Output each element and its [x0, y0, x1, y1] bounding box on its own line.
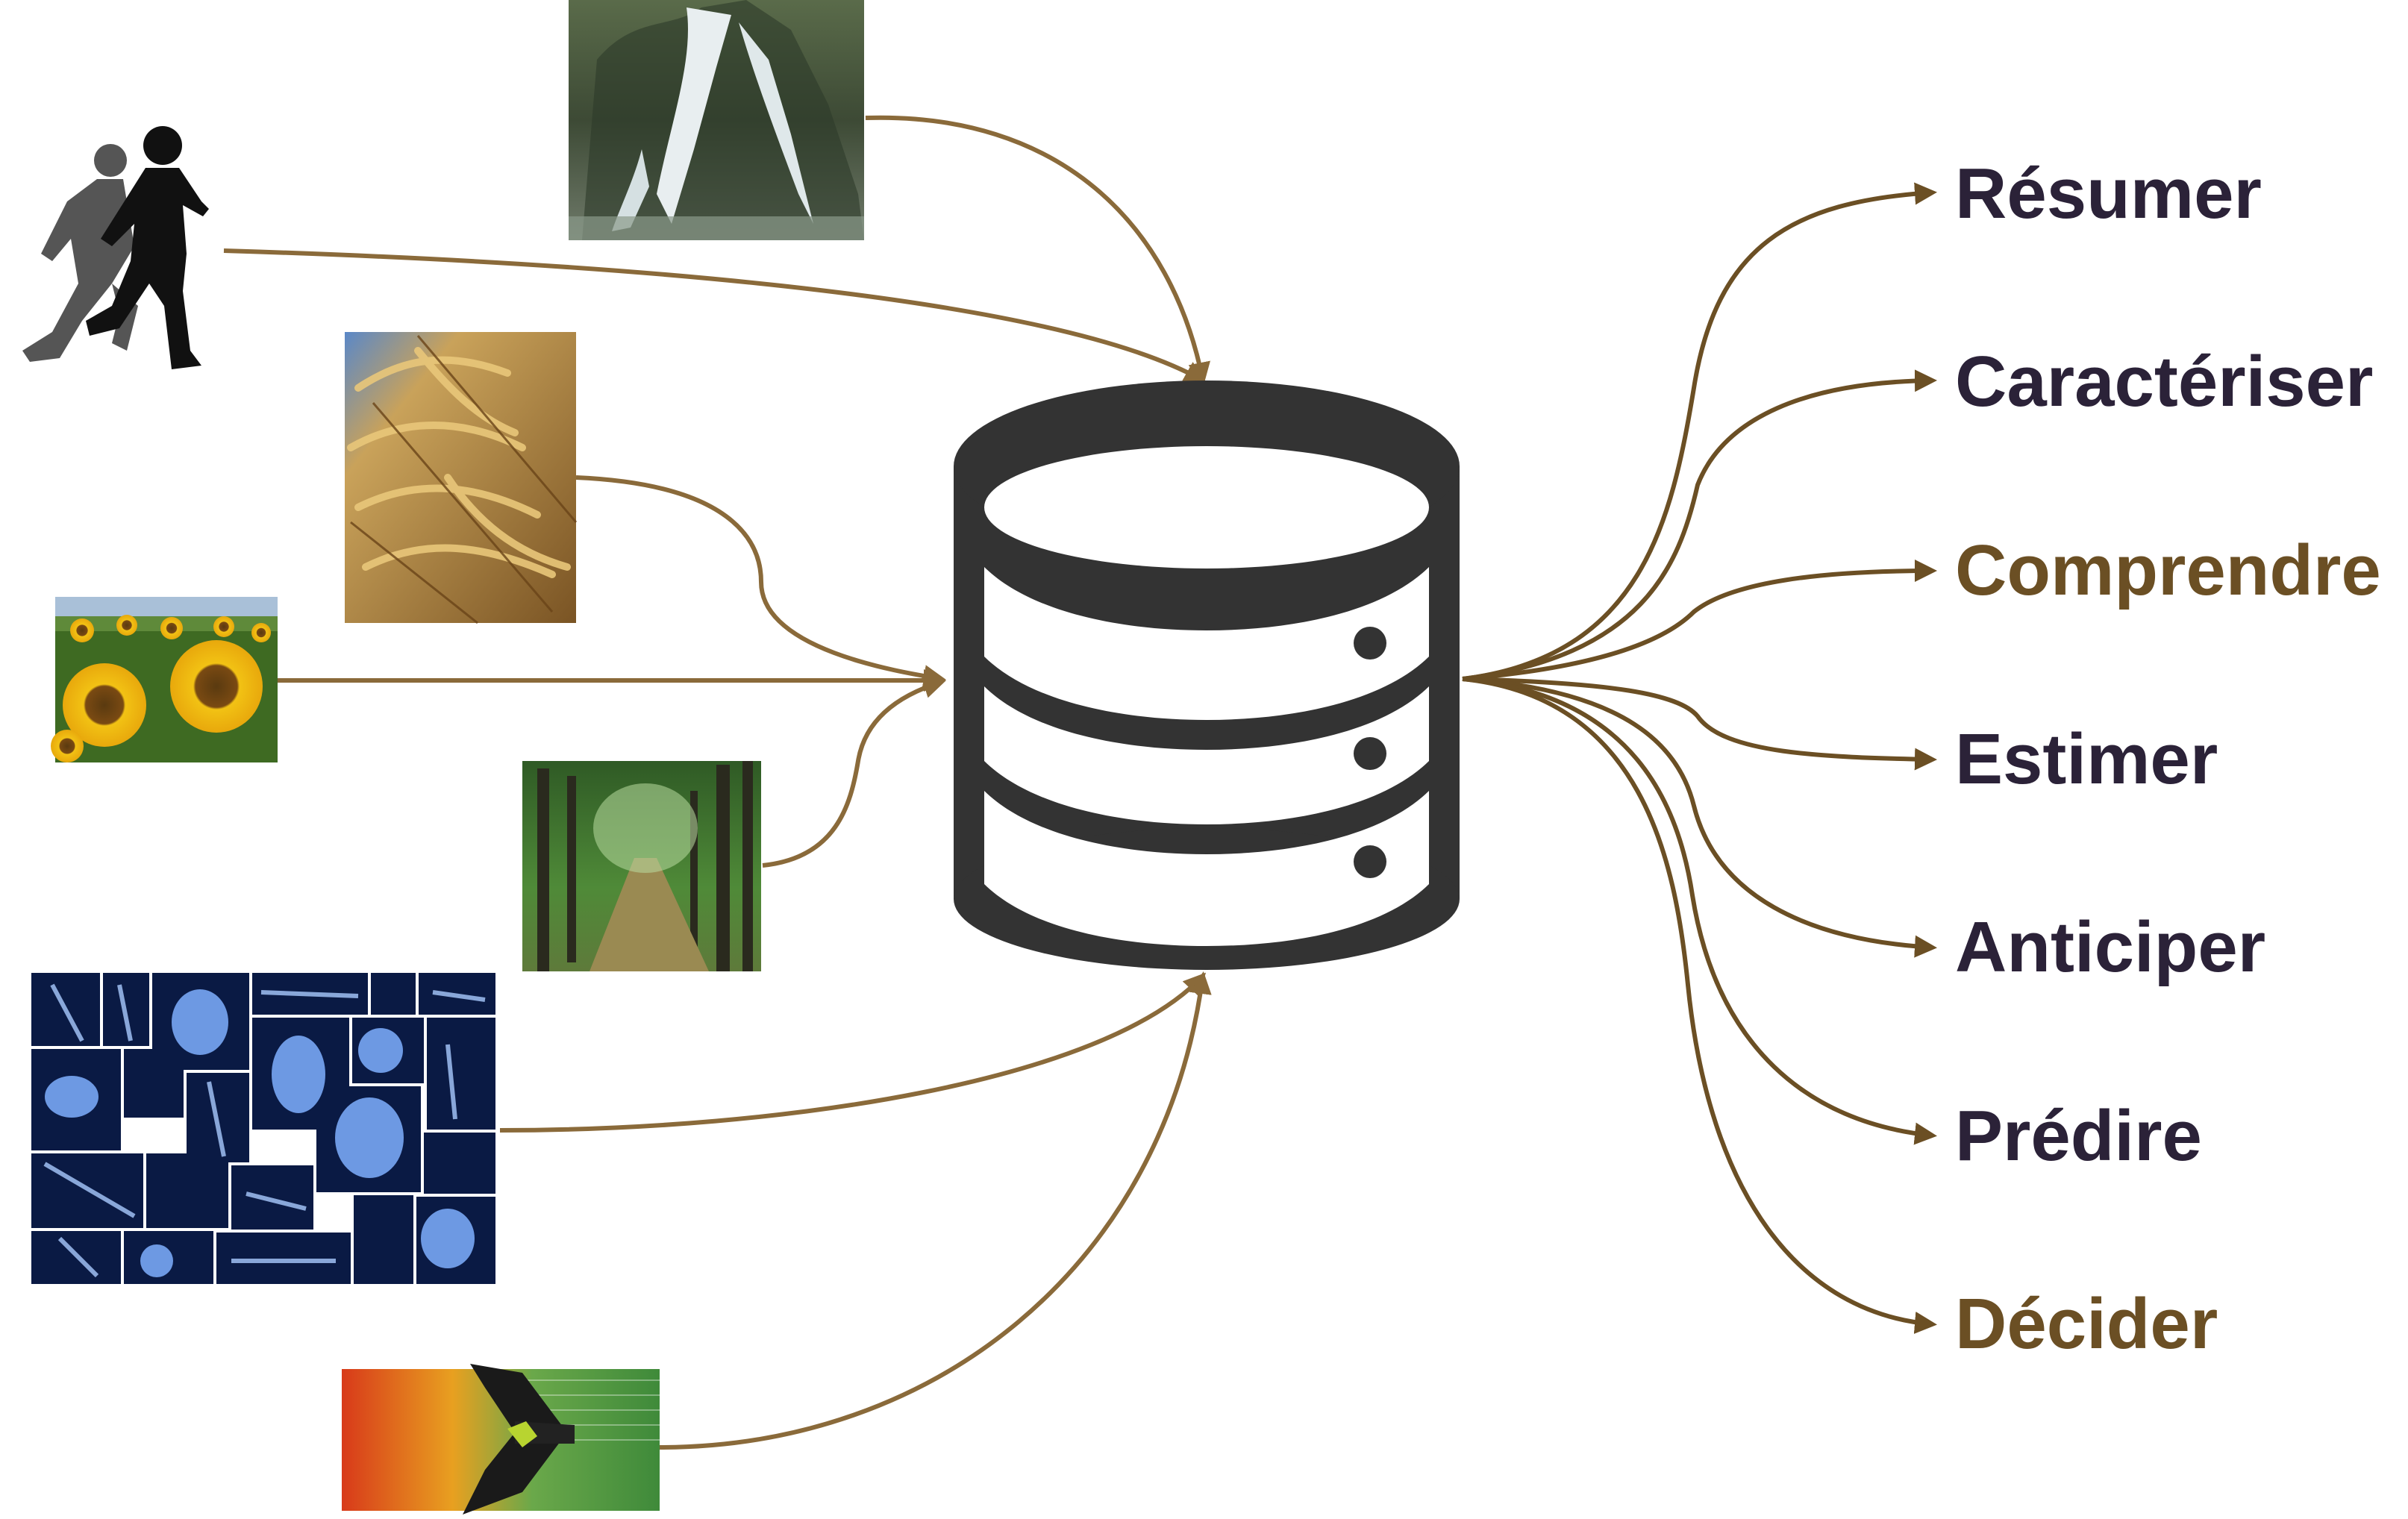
arrow-predire	[1462, 677, 1937, 1145]
arrow-caracteriser	[1462, 369, 1937, 681]
label-caracteriser: Caractériser	[1955, 342, 2373, 422]
arrow-drone	[659, 971, 1212, 1450]
arrow-resumer	[1462, 182, 1937, 681]
input-arrows	[223, 115, 1212, 1450]
label-anticiper: Anticiper	[1955, 907, 2265, 987]
xray-collage-image	[28, 970, 498, 1287]
arrow-wheat	[575, 475, 946, 687]
label-resumer: Résumer	[1955, 154, 2262, 234]
database-icon	[954, 380, 1460, 970]
drone-map-image	[342, 1364, 660, 1515]
label-predire: Prédire	[1955, 1096, 2202, 1176]
waterfall-image	[569, 0, 864, 240]
drone-icon	[463, 1364, 575, 1515]
arrow-comprendre	[1462, 560, 1937, 681]
forest-path-image	[522, 761, 761, 971]
runners-image	[22, 126, 209, 369]
wheat-image	[345, 332, 578, 624]
output-labels: Résumer Caractériser Comprendre Estimer …	[1955, 154, 2381, 1364]
arrow-runners	[223, 248, 1207, 383]
arrow-xray	[499, 972, 1207, 1133]
arrow-waterfall	[865, 115, 1210, 385]
arrow-forest	[762, 676, 946, 868]
label-decider: Décider	[1955, 1284, 2218, 1364]
arrow-decider	[1462, 677, 1937, 1334]
arrow-estimer	[1462, 677, 1937, 771]
arrow-anticiper	[1462, 677, 1937, 958]
label-estimer: Estimer	[1955, 719, 2218, 799]
label-comprendre: Comprendre	[1955, 530, 2381, 610]
sunflowers-image	[51, 597, 278, 762]
output-arrows	[1462, 182, 1937, 1334]
runners-silhouette-icon	[22, 126, 209, 369]
